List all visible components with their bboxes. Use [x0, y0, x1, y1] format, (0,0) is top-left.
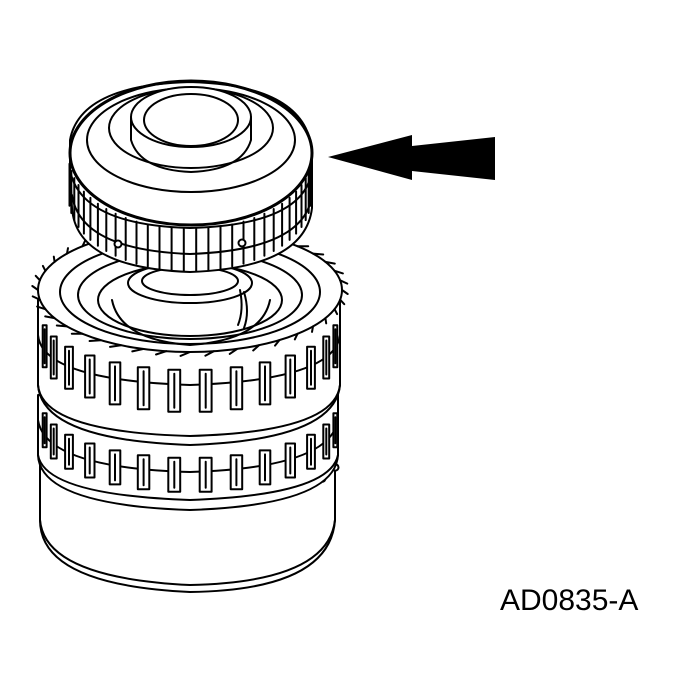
rim-notch	[293, 332, 299, 341]
rim-notch	[41, 264, 47, 272]
rim-notch	[131, 348, 144, 353]
rim-notch	[274, 339, 281, 347]
rim-notch	[252, 344, 260, 352]
figure-code: AD0835-A	[500, 584, 639, 617]
left-arrow-icon	[328, 135, 495, 180]
rim-notch	[36, 305, 47, 311]
rim-notch	[55, 324, 68, 328]
rim-notch	[34, 274, 41, 282]
rim-notch	[311, 325, 314, 333]
rim-notch	[333, 269, 344, 275]
upper-sleeve	[68, 79, 314, 273]
rim-notch	[109, 344, 122, 348]
rim-notch	[88, 339, 102, 342]
rim-notch	[341, 289, 349, 295]
rim-notch	[155, 350, 168, 356]
rim-notch	[44, 315, 56, 320]
rim-notch	[52, 255, 56, 263]
upper-spline-teeth	[41, 324, 339, 413]
rim-notch	[324, 260, 336, 265]
rim-notch	[81, 239, 87, 248]
rim-notch	[324, 317, 328, 325]
rim-notch	[228, 348, 238, 355]
rim-notch	[31, 295, 41, 301]
rim-notch	[339, 298, 346, 306]
sleeve-knurling	[68, 162, 312, 272]
rim-notch	[31, 285, 39, 291]
rim-notch	[312, 252, 325, 256]
rim-notch	[333, 308, 339, 316]
rim-notch	[339, 279, 349, 285]
rim-notch	[179, 351, 191, 357]
rim-notch	[66, 247, 69, 255]
lower-spline-teeth	[41, 412, 339, 493]
rim-notch	[204, 350, 215, 357]
